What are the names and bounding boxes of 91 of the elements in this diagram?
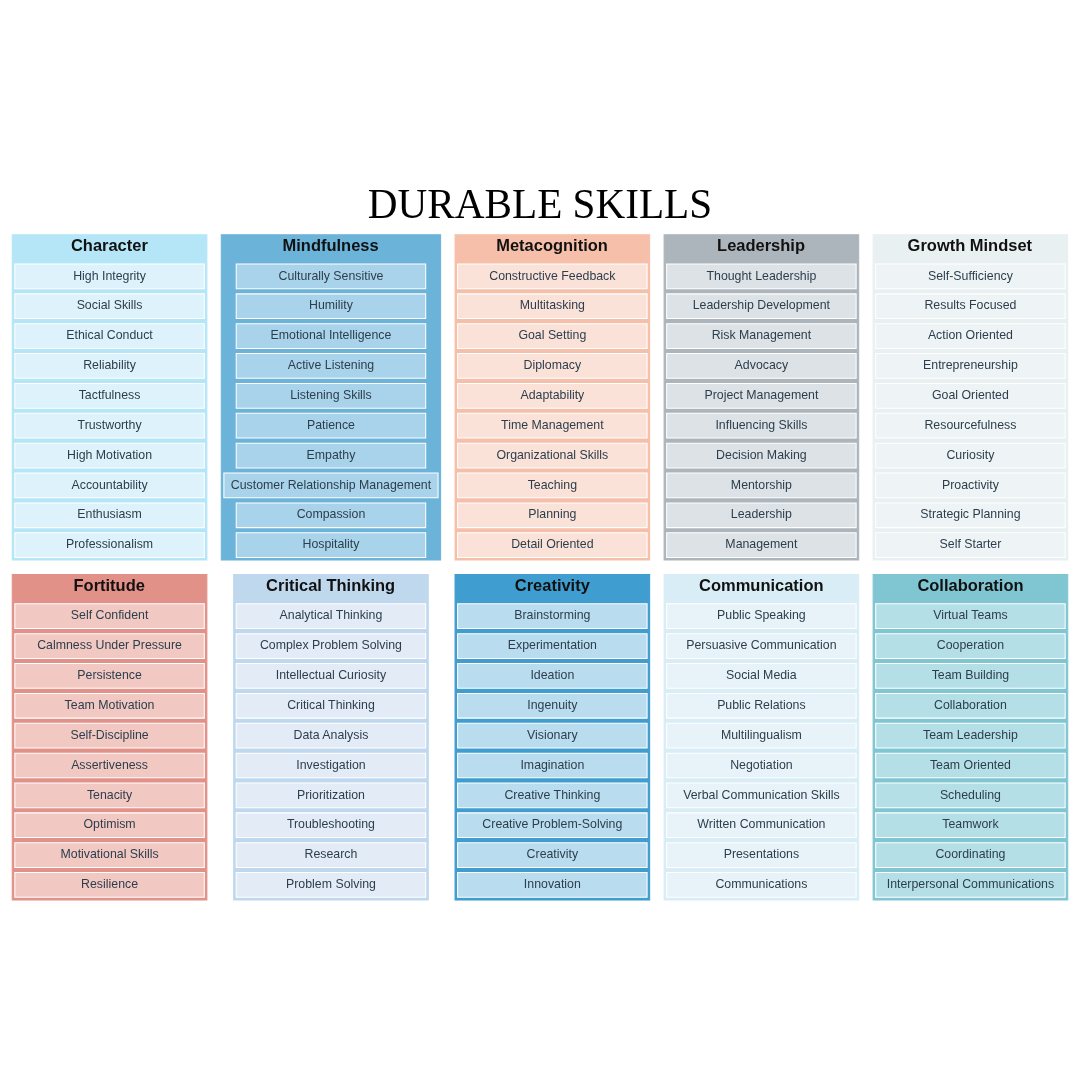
diagram-title: DURABLE SKILLS xyxy=(367,180,713,227)
node-box: Interpersonal Communications xyxy=(875,871,1066,898)
node-box: Data Analysis xyxy=(235,722,427,748)
node-box: Humility xyxy=(235,292,427,319)
node-box: Multitasking xyxy=(457,292,648,319)
node-box: Enthusiasm xyxy=(14,501,205,528)
node-box: Patience xyxy=(235,412,427,439)
node-box: Troubleshooting xyxy=(235,811,427,838)
node-box: Assertiveness xyxy=(14,752,205,778)
node-box: Mentorship xyxy=(666,472,857,498)
node-box: Verbal Communication Skills xyxy=(666,782,857,808)
node-box: Presentations xyxy=(666,841,857,868)
node-box: Accountability xyxy=(14,472,205,498)
node-box: High Motivation xyxy=(14,442,205,468)
node-box: Persuasive Communication xyxy=(666,632,857,659)
node-box: Risk Management xyxy=(666,322,857,349)
node-box: Team Leadership xyxy=(875,722,1066,748)
node-box: Cooperation xyxy=(875,632,1066,659)
node-box: Innovation xyxy=(457,871,648,898)
node-box: Persistence xyxy=(14,662,205,689)
node-box: Scheduling xyxy=(875,782,1066,808)
node-box: Thought Leadership xyxy=(666,263,857,289)
node-box: Critical Thinking xyxy=(235,692,427,719)
node-box: Self Confident xyxy=(14,602,205,629)
node-box: Compassion xyxy=(235,501,427,528)
node-box: Organizational Skills xyxy=(457,442,648,468)
node-box: Professionalism xyxy=(14,531,205,558)
node-box: Hospitality xyxy=(235,531,427,558)
node-box: Adaptability xyxy=(457,382,648,409)
node-box: Visionary xyxy=(457,722,648,748)
node-box: Written Communication xyxy=(666,811,857,838)
node-box: Emotional Intelligence xyxy=(235,322,427,349)
node-box: Tactfulness xyxy=(14,382,205,409)
node-box: Virtual Teams xyxy=(875,602,1066,629)
node-box: Coordinating xyxy=(875,841,1066,868)
node-box: Project Management xyxy=(666,382,857,409)
node-box: Decision Making xyxy=(666,442,857,468)
node-box: Social Media xyxy=(666,662,857,689)
node-box: Active Listening xyxy=(235,352,427,379)
node-box: Management xyxy=(666,531,857,558)
node-box: Public Speaking xyxy=(666,602,857,629)
node-box: Creative Problem-Solving xyxy=(457,811,648,838)
node-box: Social Skills xyxy=(14,292,205,319)
node-box: Time Management xyxy=(457,412,648,439)
node-box: Team Motivation xyxy=(14,692,205,719)
node-box: Ethical Conduct xyxy=(14,322,205,349)
node-box: Brainstorming xyxy=(457,602,648,629)
node-box: Investigation xyxy=(235,752,427,778)
node-box: Ideation xyxy=(457,662,648,689)
node-box: Analytical Thinking xyxy=(235,602,427,629)
node-box: Collaboration xyxy=(875,692,1066,719)
node-box: Multilingualism xyxy=(666,722,857,748)
node-box: Negotiation xyxy=(666,752,857,778)
node-box: Empathy xyxy=(235,442,427,468)
node-box: Optimism xyxy=(14,811,205,838)
node-box: Listening Skills xyxy=(235,382,427,409)
node-box: High Integrity xyxy=(14,263,205,289)
node-box: Motivational Skills xyxy=(14,841,205,868)
node-box: Reliability xyxy=(14,352,205,379)
node-box: Problem Solving xyxy=(235,871,427,898)
node-box: Complex Problem Solving xyxy=(235,632,427,659)
node-box: Calmness Under Pressure xyxy=(14,632,205,659)
node-box: Self-Discipline xyxy=(14,722,205,748)
node-box: Tenacity xyxy=(14,782,205,808)
node-box: Detail Oriented xyxy=(457,531,648,558)
node-box: Intellectual Curiosity xyxy=(235,662,427,689)
node-box: Ingenuity xyxy=(457,692,648,719)
node-box: Resilience xyxy=(14,871,205,898)
node-box: Team Building xyxy=(875,662,1066,689)
node-box: Creative Thinking xyxy=(457,782,648,808)
node-box: Advocacy xyxy=(666,352,857,379)
node-box: Experimentation xyxy=(457,632,648,659)
node-box: Team Oriented xyxy=(875,752,1066,778)
node-box: Leadership Development xyxy=(666,292,857,319)
node-box: Culturally Sensitive xyxy=(235,263,427,289)
node-box: Customer Relationship Management xyxy=(223,472,439,498)
node-box: Communications xyxy=(666,871,857,898)
node-box: Trustworthy xyxy=(14,412,205,439)
node-box: Influencing Skills xyxy=(666,412,857,439)
node-box: Leadership xyxy=(666,501,857,528)
node-box: Creativity xyxy=(457,841,648,868)
node-box: Teamwork xyxy=(875,811,1066,838)
node-box: Public Relations xyxy=(666,692,857,719)
node-box: Prioritization xyxy=(235,782,427,808)
node-box: Research xyxy=(235,841,427,868)
node-box: Imagination xyxy=(457,752,648,778)
node-box: Constructive Feedback xyxy=(457,263,648,289)
node-box: Teaching xyxy=(457,472,648,498)
node-box: Goal Setting xyxy=(457,322,648,349)
node-box: Planning xyxy=(457,501,648,528)
node-box: Diplomacy xyxy=(457,352,648,379)
